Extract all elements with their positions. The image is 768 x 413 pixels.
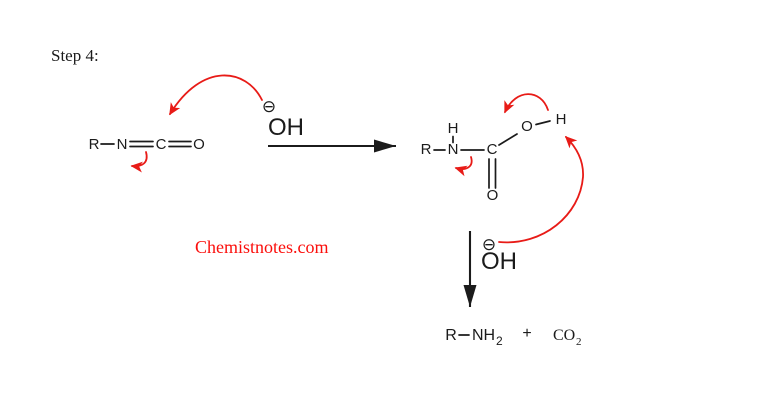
negative-charge-icon: ⊖	[482, 235, 496, 255]
watermark-text: Chemistnotes.com	[195, 237, 329, 257]
step-label: Step 4:	[51, 46, 99, 65]
atom-o: O	[193, 136, 205, 153]
hydroxide-nucleophile: ⊖ OH	[169, 74, 304, 141]
curly-arrow-deprotonation	[498, 135, 584, 244]
curly-arrow-pi-to-nitrogen	[130, 151, 148, 173]
amine-nh: NH	[472, 327, 495, 344]
atom-h-hydroxyl: H	[556, 111, 567, 128]
co2-subscript: 2	[576, 336, 582, 348]
atom-n: N	[117, 136, 128, 153]
atom-r: R	[89, 136, 100, 153]
curly-arrow-oh-bond-to-oxygen	[504, 93, 549, 114]
curly-arrow-nitrogen-lone-pair	[454, 156, 473, 177]
atom-c: C	[156, 136, 167, 153]
hydroxide-label: OH	[481, 248, 517, 275]
amine-r: R	[445, 327, 457, 344]
amine-subscript: 2	[496, 334, 503, 348]
final-products: R NH 2 + CO 2	[445, 325, 581, 348]
atom-r: R	[421, 141, 432, 158]
atom-h-amide: H	[448, 120, 459, 137]
bond-c-o-hydroxyl	[498, 133, 518, 146]
atom-o-hydroxyl: O	[521, 118, 533, 135]
reactant-isocyanate: R N C O	[89, 136, 205, 173]
hydroxide-base: ⊖ OH	[481, 135, 584, 275]
hydroxide-label: OH	[268, 114, 304, 141]
negative-charge-icon: ⊖	[262, 97, 276, 117]
plus-sign: +	[522, 325, 531, 342]
curly-arrow-hydroxide-attack	[169, 74, 263, 116]
intermediate-carbamic-acid: R N H C O O H	[421, 93, 567, 204]
bond-o-h	[535, 120, 551, 126]
atom-o-carbonyl: O	[487, 187, 499, 204]
co2-formula: CO	[553, 327, 575, 344]
atom-c: C	[487, 141, 498, 158]
atom-n: N	[448, 141, 459, 158]
